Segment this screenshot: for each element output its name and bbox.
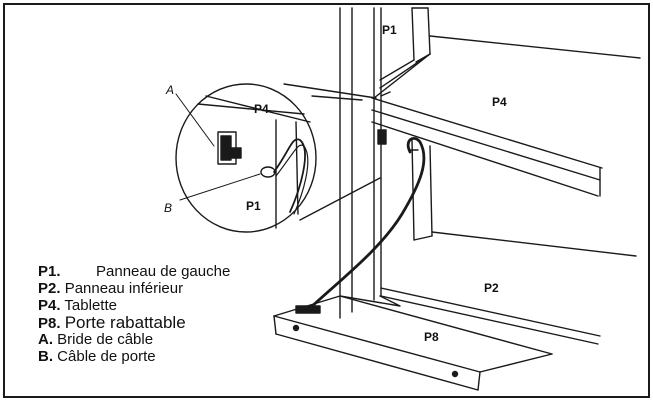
legend-text: Tablette [64,297,117,314]
legend-code: P1. [38,263,61,280]
label-p4-inset: P4 [254,102,269,116]
inset-leader-b [299,177,381,221]
legend-item: B. Câble de porte [38,348,230,365]
legend: P1. Panneau de gauche P2. Panneau inférie… [38,263,230,365]
legend-item: P4. Tablette [38,297,230,314]
label-a: A [166,83,175,97]
drop-door-p8 [273,295,553,391]
label-p1-inset: P1 [246,199,261,213]
label-p8: P8 [424,330,439,344]
legend-text: Bride de câble [57,331,154,348]
label-p4-shelf: P4 [492,95,507,109]
detail-inset [175,83,317,233]
legend-text: Câble de porte [57,348,156,365]
shelf-p4 [371,53,603,197]
legend-item: P1. Panneau de gauche [38,263,230,280]
legend-text: Panneau inférieur [64,280,184,297]
leader-b [179,173,261,201]
leader-a [175,93,215,147]
legend-code: P8. [38,315,61,332]
legend-code: P4. [38,297,61,314]
label-p2: P2 [484,281,499,295]
door-cable [306,137,426,312]
inset-leader-top [311,95,363,101]
shelf-bracket [377,129,419,151]
legend-item: A. Bride de câble [38,331,230,348]
label-p1-top: P1 [382,23,397,37]
legend-code: P2. [38,280,61,297]
lower-support [411,139,433,241]
legend-code: B. [38,348,53,365]
left-panel-p1 [339,7,431,319]
legend-code: A. [38,331,53,348]
legend-item: P8. Porte rabattable [38,313,230,332]
bottom-panel-p2 [380,287,601,345]
inset-leader-a [283,83,377,99]
label-b: B [164,201,173,215]
legend-text: Panneau de gauche [96,263,231,280]
back-bottom-line [431,231,637,257]
legend-text: Porte rabattable [64,313,186,332]
legend-item: P2. Panneau inférieur [38,280,230,297]
